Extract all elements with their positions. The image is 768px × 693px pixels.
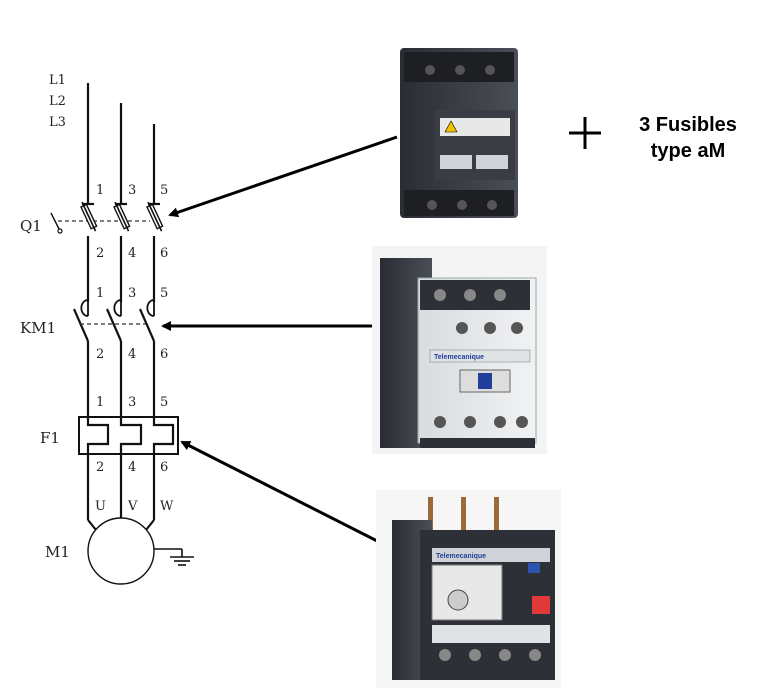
km1-terminal-3: 3	[128, 286, 136, 301]
q1-terminal-3: 3	[128, 183, 136, 198]
label-l1: L1	[49, 73, 66, 88]
relay-brand-label: Telemecanique	[436, 553, 486, 560]
fuses-label-line1: 3 Fusibles	[639, 114, 737, 136]
supply-lines	[82, 83, 160, 206]
motor-terminal-u: U	[95, 499, 106, 514]
plus-icon	[569, 117, 601, 149]
motor-label: M1	[45, 543, 70, 561]
km1-contactor-symbol	[72, 299, 156, 416]
f1-terminal-3: 3	[128, 395, 136, 410]
q1-terminal-4: 4	[128, 246, 136, 261]
fuse-disconnector-photo	[400, 48, 518, 218]
arrow-to-f1	[180, 440, 386, 547]
contactor-photo: Telemecanique	[372, 246, 547, 454]
f1-terminal-4: 4	[128, 460, 136, 475]
km1-label: KM1	[20, 319, 56, 337]
km1-terminal-4: 4	[128, 347, 136, 362]
ground-icon	[154, 548, 194, 566]
q1-label: Q1	[20, 217, 42, 235]
fuses-label-line2: type aM	[651, 140, 725, 162]
q1-fuse-switch-symbol	[50, 201, 164, 302]
q1-terminal-6: 6	[160, 246, 168, 261]
km1-terminal-2: 2	[96, 347, 104, 362]
q1-terminal-2: 2	[96, 246, 104, 261]
contactor-brand-label: Telemecanique	[434, 354, 484, 361]
f1-label: F1	[40, 429, 60, 447]
thermal-overload-relay-photo: Telemecanique	[376, 490, 561, 688]
q1-terminal-1: 1	[96, 183, 104, 198]
km1-terminal-1: 1	[96, 286, 104, 301]
motor-terminal-v: V	[127, 499, 138, 514]
f1-terminal-2: 2	[96, 460, 104, 475]
f1-terminal-1: 1	[96, 395, 104, 410]
f1-terminal-5: 5	[160, 395, 168, 410]
motor-symbol	[87, 517, 155, 585]
motor-terminal-w: W	[160, 499, 174, 514]
km1-terminal-6: 6	[160, 347, 168, 362]
arrow-to-q1	[168, 135, 398, 218]
q1-terminal-5: 5	[160, 183, 168, 198]
f1-terminal-6: 6	[160, 460, 168, 475]
label-l3: L3	[49, 115, 66, 130]
km1-terminal-5: 5	[160, 286, 168, 301]
f1-thermal-relay-symbol	[78, 416, 179, 531]
label-l2: L2	[49, 94, 66, 109]
